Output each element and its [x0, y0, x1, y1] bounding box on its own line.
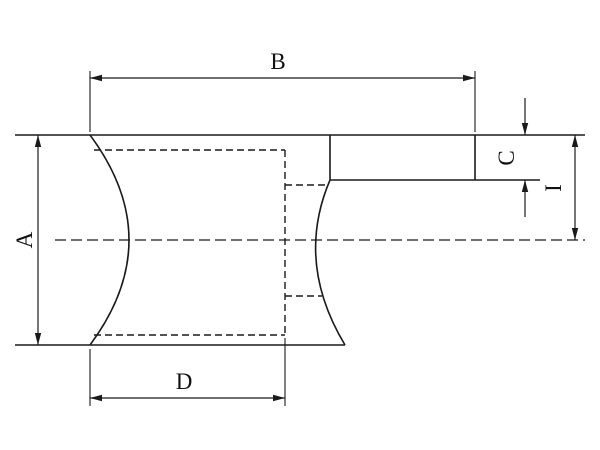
dimension-label-I: I: [541, 184, 566, 192]
arrowhead-down-icon: [521, 123, 529, 135]
dimension-label-B: B: [270, 49, 285, 74]
arrowhead-up-icon: [521, 180, 529, 192]
arrowhead-left-icon: [90, 74, 102, 82]
dimension-C: C: [494, 98, 529, 217]
dimension-D: D: [89, 338, 286, 406]
arrowhead-up-icon: [34, 135, 42, 147]
arrowhead-up-icon: [571, 135, 579, 147]
right-concave-edge: [314, 179, 346, 346]
arrowhead-right-icon: [273, 394, 285, 402]
dimension-label-C: C: [494, 150, 519, 165]
dimension-I: I: [541, 135, 579, 240]
dimension-B: B: [89, 49, 476, 132]
dimension-label-D: D: [176, 369, 193, 394]
hidden-lines: [94, 149, 328, 336]
arrowhead-right-icon: [463, 74, 475, 82]
dimension-A: A: [12, 135, 42, 345]
dimension-label-A: A: [12, 231, 37, 248]
arrowhead-left-icon: [90, 394, 102, 402]
arrowhead-down-icon: [34, 333, 42, 345]
arrowhead-down-icon: [571, 228, 579, 240]
part-outline: [15, 134, 585, 346]
